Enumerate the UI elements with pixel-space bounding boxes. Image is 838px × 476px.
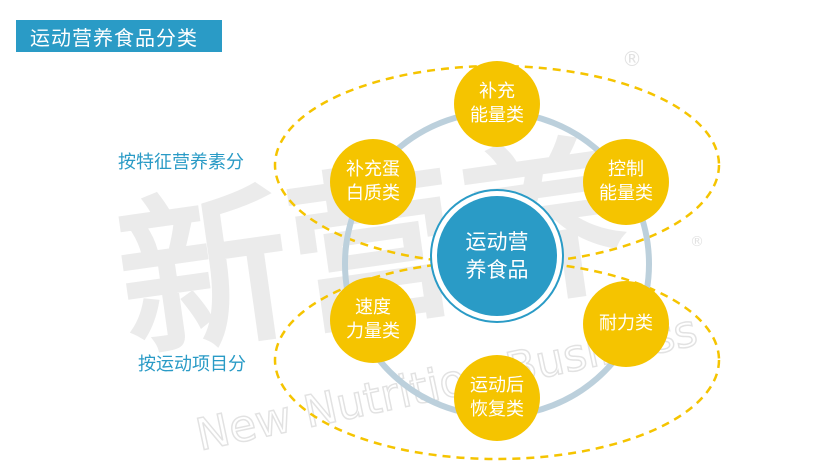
node-protein-supplement xyxy=(330,139,416,225)
center-line-1: 运动营 xyxy=(465,230,529,254)
node-line-1: 耐力类 xyxy=(599,313,653,334)
watermark-mark-1: ® xyxy=(622,47,642,71)
node-energy-control xyxy=(583,139,669,225)
node-line-2: 恢复类 xyxy=(470,399,524,420)
node-energy-supplement-label: 补充 能量类 xyxy=(470,80,524,128)
label-by-sports: 按运动项目分 xyxy=(138,354,246,375)
node-endurance xyxy=(583,281,669,367)
sports-group-outline xyxy=(273,259,721,461)
watermark-mark-2: ® xyxy=(690,234,704,250)
node-energy-supplement xyxy=(454,61,540,147)
node-line-1: 补充蛋 xyxy=(346,159,400,180)
node-line-1: 运动后 xyxy=(470,375,524,396)
node-line-2: 白质类 xyxy=(346,183,400,204)
node-line-2: 能量类 xyxy=(470,105,524,126)
features-group-outline xyxy=(273,64,721,266)
section-title: 运动营养食品分类 xyxy=(16,20,222,52)
node-line-2: 能量类 xyxy=(599,183,653,204)
label-by-features: 按特征营养素分 xyxy=(118,152,244,173)
center-node-label: 运动营 养食品 xyxy=(466,228,529,284)
node-line-1: 控制 xyxy=(608,159,644,180)
node-protein-supplement-label: 补充蛋 白质类 xyxy=(346,158,400,206)
node-line-1: 速度 xyxy=(355,297,391,318)
node-line-1: 补充 xyxy=(479,81,515,102)
node-energy-control-label: 控制 能量类 xyxy=(599,158,653,206)
center-node xyxy=(437,196,557,316)
node-recovery-label: 运动后 恢复类 xyxy=(470,374,524,422)
node-line-2: 力量类 xyxy=(346,321,400,342)
node-recovery xyxy=(454,355,540,441)
node-speed-strength-label: 速度 力量类 xyxy=(346,296,400,344)
node-speed-strength xyxy=(330,277,416,363)
node-endurance-label: 耐力类 xyxy=(599,312,653,336)
center-line-2: 养食品 xyxy=(465,258,529,282)
